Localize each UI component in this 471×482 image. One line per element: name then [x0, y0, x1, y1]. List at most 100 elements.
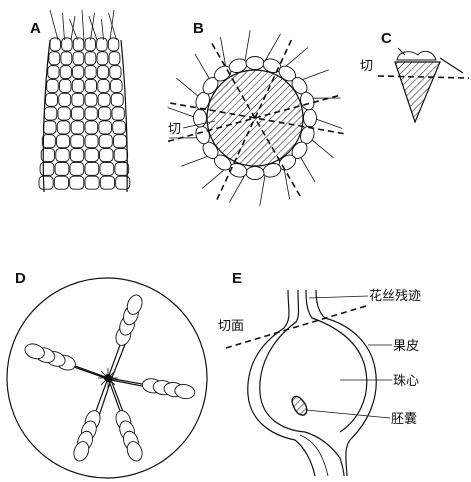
panel-c-hair-2	[397, 47, 406, 56]
column-cell	[84, 79, 98, 93]
ray	[229, 174, 246, 203]
column-cell	[55, 148, 70, 162]
column-cell	[42, 120, 57, 135]
arm-cell	[24, 343, 45, 360]
cut-plane	[167, 93, 343, 143]
column-cell	[99, 175, 115, 190]
panel-a: A	[30, 9, 131, 193]
ray	[312, 117, 343, 129]
column-cell	[84, 148, 99, 162]
column-cell	[109, 65, 122, 80]
column-cell	[56, 134, 71, 149]
hair	[69, 18, 78, 41]
arm	[107, 377, 196, 400]
column-cell	[96, 51, 109, 66]
label-nucellus: 珠心	[393, 374, 419, 389]
panel-e: E 切面 花丝残迹 果皮 珠心 胚囊	[218, 270, 421, 477]
arm-cell	[126, 441, 143, 462]
column-cell	[84, 106, 98, 121]
hair	[81, 9, 85, 41]
label-filament-remnant: 花丝残迹	[369, 288, 421, 304]
column-cell	[107, 37, 120, 52]
column-cell	[99, 161, 115, 176]
arm-cell	[126, 294, 143, 315]
leader-filament-remnant	[308, 295, 369, 299]
column-cell	[110, 92, 124, 107]
hair	[88, 15, 98, 41]
column-cell	[71, 106, 85, 121]
stacked-cell-column	[38, 37, 131, 193]
column-cell	[99, 148, 114, 162]
ring-cell	[245, 56, 265, 70]
ray	[259, 175, 266, 206]
ray	[283, 168, 290, 200]
arm-cell	[73, 441, 90, 462]
arm	[107, 294, 143, 381]
column-cell	[46, 79, 59, 93]
ray	[299, 155, 316, 183]
column-cell	[84, 120, 99, 135]
panel-d: D	[6, 270, 208, 479]
column-cell	[44, 106, 58, 121]
panel-c: C 切	[360, 30, 470, 124]
ray	[264, 33, 281, 62]
column-cell	[40, 148, 56, 162]
leader-embryo-sac	[305, 409, 391, 419]
panel-b-cut-label: 切	[168, 122, 181, 137]
column-cell	[49, 37, 61, 52]
column-cell	[113, 148, 129, 162]
column-cell	[71, 92, 85, 107]
ring-cell	[303, 108, 317, 128]
column-cell	[60, 51, 73, 66]
hatched-wedge	[394, 61, 441, 124]
column-cell	[61, 37, 73, 52]
radiating-arms	[24, 294, 196, 462]
column-cell	[84, 65, 97, 80]
column-cell	[56, 120, 71, 135]
column-cell	[59, 79, 72, 93]
panel-e-cut-label: 切面	[218, 319, 244, 334]
column-cell	[115, 175, 131, 190]
inner-wall-right	[305, 289, 368, 433]
panel-e-cut-plane	[225, 305, 367, 349]
arm-cell	[174, 383, 196, 400]
label-pericarp: 果皮	[393, 339, 419, 354]
column-cell	[84, 161, 100, 176]
hair	[62, 12, 65, 41]
top-cells	[396, 50, 437, 61]
panel-c-letter: C	[381, 30, 392, 47]
column-cell	[38, 175, 54, 190]
cut-planes	[166, 36, 344, 200]
panel-e-letter: E	[232, 270, 242, 287]
ray	[181, 154, 211, 167]
column-cell	[69, 148, 85, 162]
column-cell	[96, 37, 108, 52]
ring-cell	[245, 166, 265, 180]
column-cell	[69, 161, 85, 176]
column-cell	[47, 65, 60, 80]
column-cell	[41, 134, 56, 149]
hair	[49, 9, 59, 41]
outer-wall-right	[315, 289, 377, 477]
ray	[176, 77, 201, 99]
hair	[108, 12, 117, 41]
panel-c-cut-plane	[377, 75, 470, 79]
panel-a-letter: A	[30, 20, 41, 37]
enclosing-circle	[6, 277, 208, 479]
funicle-line	[299, 434, 329, 477]
arm	[73, 377, 112, 462]
column-cell	[97, 79, 110, 93]
column-cell	[96, 65, 110, 80]
column-cell	[84, 134, 99, 149]
column-cell	[114, 161, 130, 176]
panel-c-hair	[439, 57, 464, 74]
center-knot	[104, 374, 112, 382]
ray	[220, 36, 227, 68]
column-cell	[72, 65, 85, 80]
inner-wall	[259, 289, 345, 477]
apical-hairs	[49, 9, 117, 41]
column-cell	[98, 120, 112, 135]
arm	[24, 343, 112, 381]
ray	[244, 30, 251, 61]
